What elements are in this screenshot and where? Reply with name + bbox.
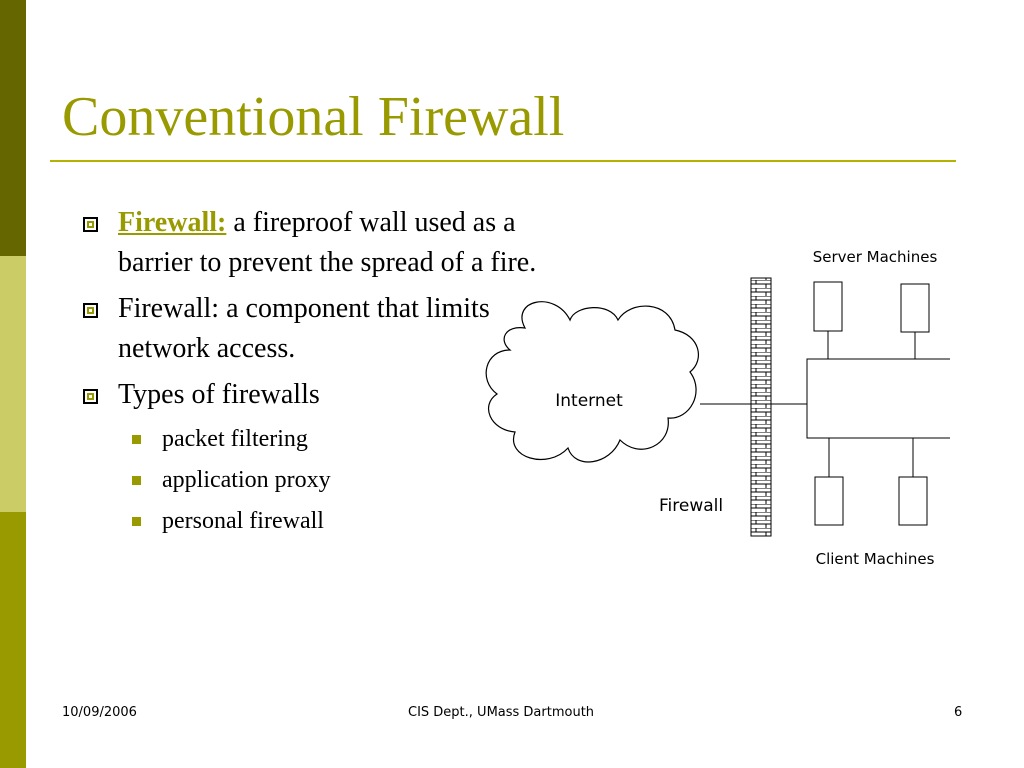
side-band-middle (0, 256, 26, 512)
sub-bullet-text: application proxy (162, 467, 331, 493)
server-machine-icon (900, 283, 930, 333)
server-machine-icon (813, 281, 843, 332)
internet-cloud-icon (485, 301, 699, 463)
sub-bullet-list: packet filtering application proxy perso… (118, 419, 550, 542)
bullet-list: Firewall: a fireproof wall used as a bar… (80, 203, 550, 548)
bullet-text: Types of firewalls (118, 379, 320, 410)
title-divider (50, 160, 956, 162)
bullet-item-component: Firewall: a component that limits networ… (80, 289, 550, 369)
footer-department: CIS Dept., UMass Dartmouth (408, 705, 595, 720)
bullet-term: Firewall: (118, 207, 227, 238)
footer-date: 10/09/2006 (62, 705, 137, 720)
filled-square-bullet-icon (132, 435, 141, 444)
footer-page-number: 6 (954, 705, 963, 720)
bullet-text: a fireproof wall used as a barrier to pr… (118, 207, 537, 278)
sub-bullet-item: application proxy (118, 460, 550, 501)
sub-bullet-item: packet filtering (118, 419, 550, 460)
filled-square-bullet-icon (132, 476, 141, 485)
hollow-square-bullet-icon (83, 303, 98, 318)
side-band-bottom (0, 512, 26, 768)
bullet-text: Firewall: a component that limits networ… (118, 293, 490, 364)
client-machine-icon (814, 476, 844, 526)
server-machines-label: Server Machines (813, 248, 938, 266)
hollow-square-bullet-icon (83, 217, 98, 232)
side-band-top (0, 0, 26, 256)
slide-title: Conventional Firewall (62, 86, 565, 148)
sub-bullet-text: personal firewall (162, 508, 324, 534)
client-machine-icon (898, 476, 928, 526)
sub-bullet-item: personal firewall (118, 501, 550, 542)
filled-square-bullet-icon (132, 517, 141, 526)
internet-label: Internet (555, 391, 623, 411)
firewall-network-diagram: Internet Firewall Server Machines Client… (485, 248, 950, 568)
bullet-item-definition: Firewall: a fireproof wall used as a bar… (80, 203, 550, 283)
hollow-square-bullet-icon (83, 389, 98, 404)
sub-bullet-text: packet filtering (162, 426, 308, 452)
lan-segment-box (806, 358, 950, 439)
firewall-label: Firewall (659, 496, 723, 516)
firewall-wall-icon (750, 277, 772, 537)
client-machines-label: Client Machines (816, 550, 935, 568)
bullet-item-types: Types of firewalls packet filtering appl… (80, 375, 550, 542)
